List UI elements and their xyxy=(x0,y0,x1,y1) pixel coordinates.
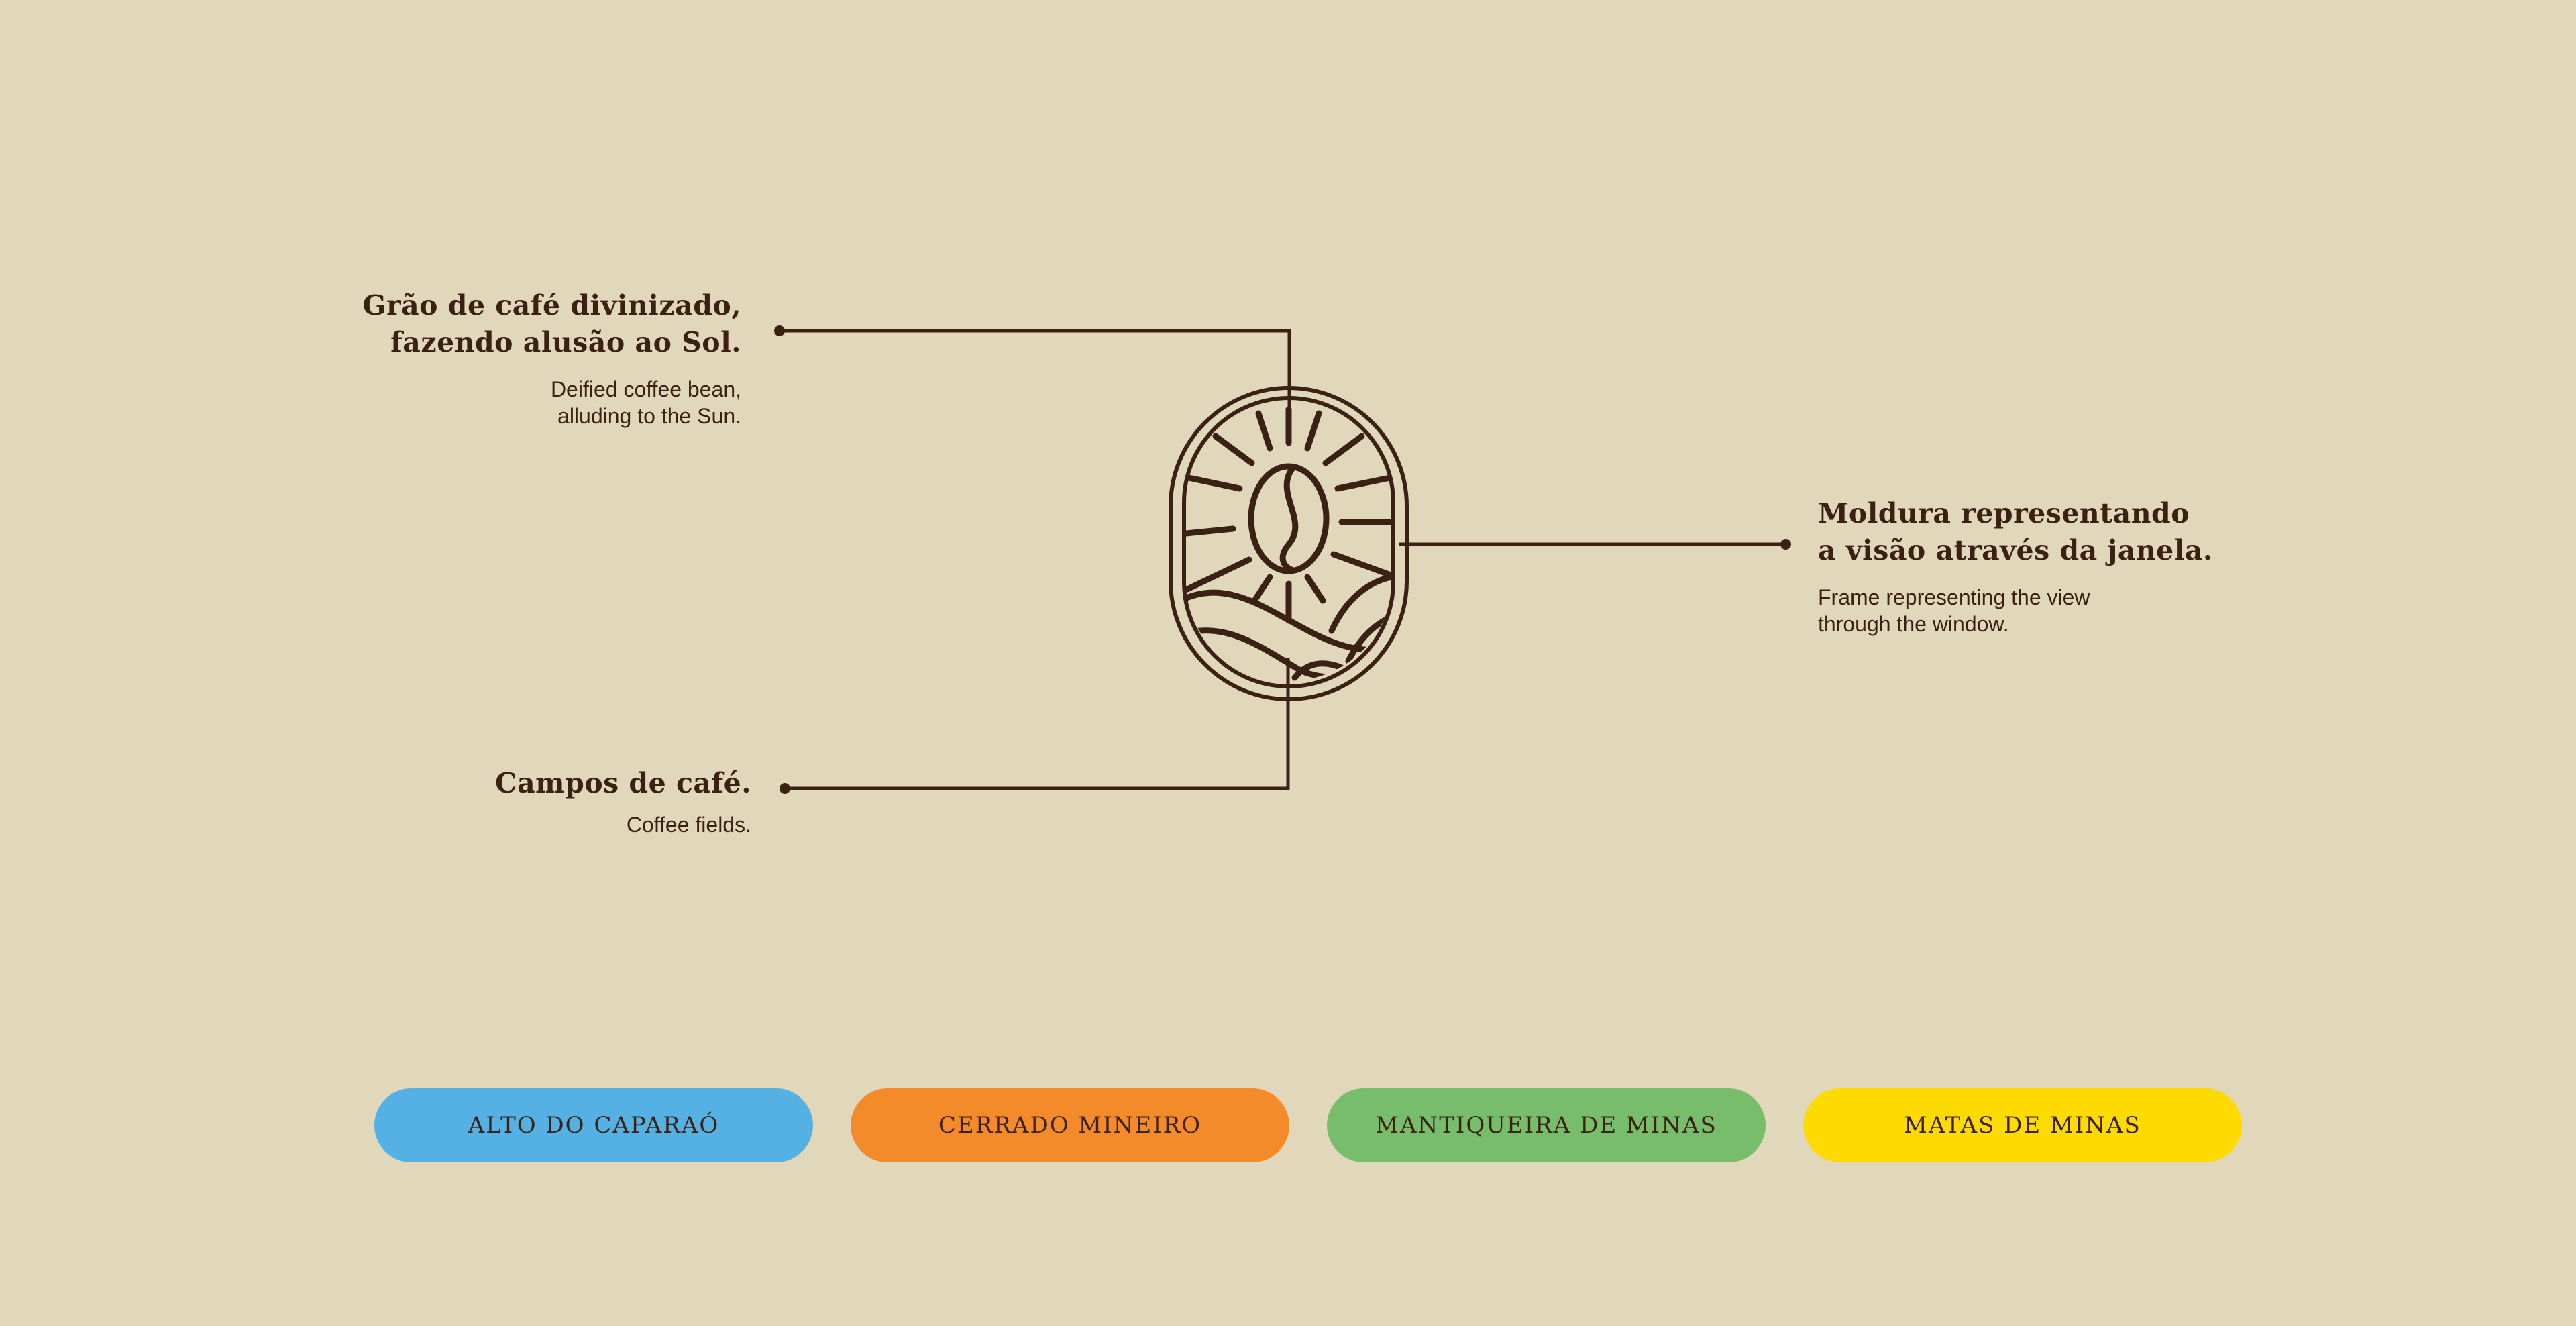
annotation-sun-title: Grão de café divinizado, fazendo alusão … xyxy=(362,289,741,358)
annotation-fields: Campos de café. Coffee fields. xyxy=(495,765,751,838)
region-pills: ALTO DO CAPARAÓ CERRADO MINEIRO MANTIQUE… xyxy=(374,1088,2242,1162)
region-pill-label: MATAS DE MINAS xyxy=(1904,1112,2141,1139)
region-pill-matas-de-minas[interactable]: MATAS DE MINAS xyxy=(1803,1088,2242,1162)
annotation-sun-subtitle: Deified coffee bean, alluding to the Sun… xyxy=(550,377,741,428)
region-pill-mantiqueira-de-minas[interactable]: MANTIQUEIRA DE MINAS xyxy=(1327,1088,1766,1162)
connector-sun xyxy=(780,329,1291,429)
region-pill-cerrado-mineiro[interactable]: CERRADO MINEIRO xyxy=(851,1088,1289,1162)
connector-dot-frame xyxy=(1780,539,1791,550)
region-pill-label: MANTIQUEIRA DE MINAS xyxy=(1375,1112,1717,1139)
region-pill-alto-do-caparao[interactable]: ALTO DO CAPARAÓ xyxy=(374,1088,813,1162)
connector-dots xyxy=(774,325,1791,794)
connector-fields xyxy=(785,658,1290,790)
annotation-sun: Grão de café divinizado, fazendo alusão … xyxy=(362,287,741,429)
annotation-frame: Moldura representando a visão através da… xyxy=(1818,495,2213,638)
region-pill-label: ALTO DO CAPARAÓ xyxy=(468,1112,720,1139)
annotation-frame-subtitle: Frame representing the view through the … xyxy=(1818,585,2090,636)
connector-lines xyxy=(780,329,1786,790)
annotation-fields-title: Campos de café. xyxy=(494,767,751,799)
annotation-frame-title: Moldura representando a visão através da… xyxy=(1818,497,2213,566)
connector-dot-sun xyxy=(774,325,785,336)
connector-dot-fields xyxy=(780,783,790,794)
coffee-bean-sun-window-emblem-icon xyxy=(1169,386,1409,701)
annotation-fields-subtitle: Coffee fields. xyxy=(626,813,751,837)
region-pill-label: CERRADO MINEIRO xyxy=(938,1112,1202,1139)
